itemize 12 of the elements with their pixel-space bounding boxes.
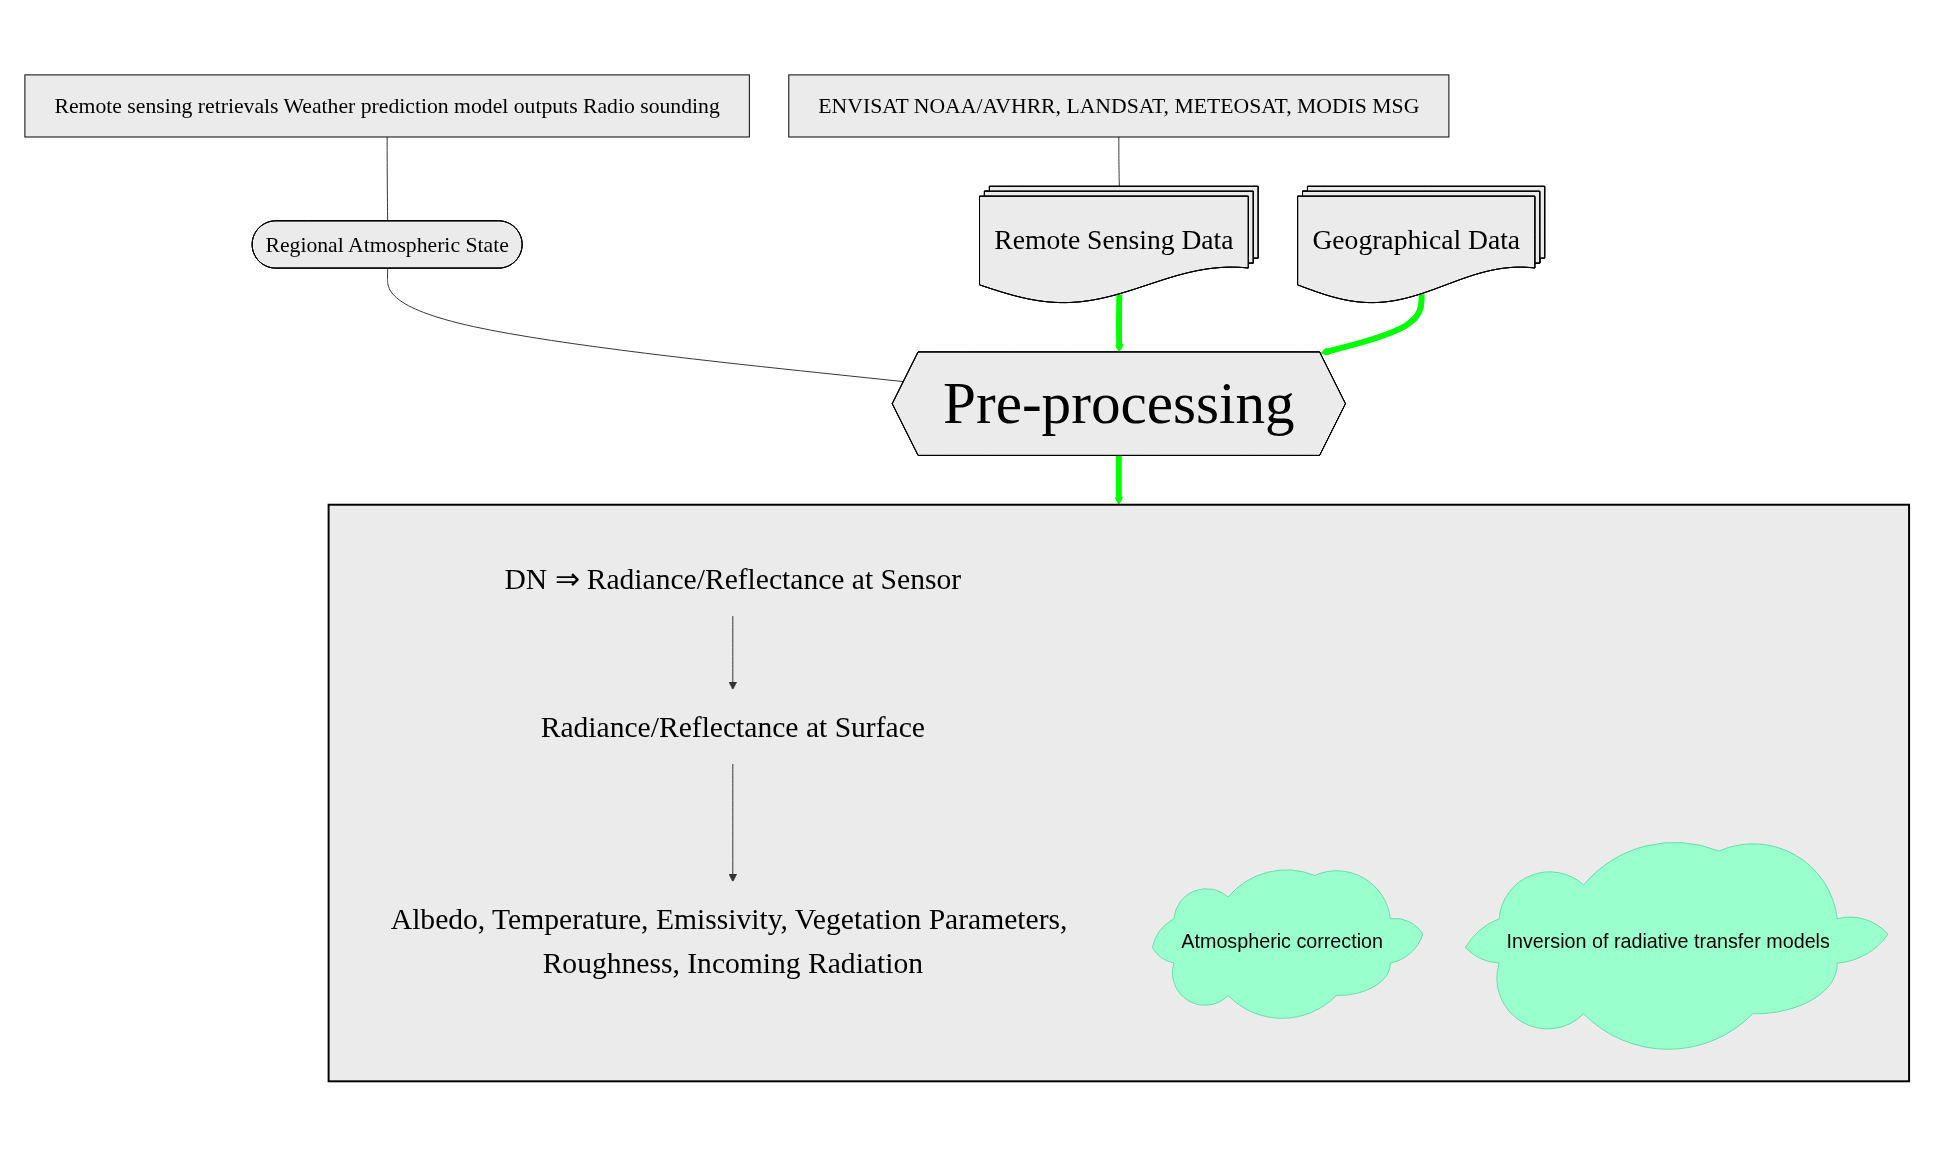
- connector: [387, 268, 905, 383]
- node-text: Radiance/Reflectance at Surface: [540, 710, 925, 744]
- connector: [1118, 136, 1120, 188]
- node-text: DN ⇒ Radiance/Reflectance at Sensor: [504, 562, 962, 596]
- node-box: ENVISAT NOAA/AVHRR, LANDSAT, METEOSAT, MODIS MSG: [788, 74, 1450, 138]
- node-box: Remote sensing retrievals Weather prediction model outputs Radio sounding: [24, 74, 750, 138]
- arrow: [1114, 294, 1124, 354]
- arrow: [1320, 294, 1425, 356]
- arrow: [1114, 455, 1124, 506]
- cluster: [327, 504, 1911, 1083]
- node-text: Albedo, Temperature, Emissivity, Vegetation Parameters, Roughness, Incoming Radiation: [390, 902, 1068, 980]
- connector: [386, 136, 389, 223]
